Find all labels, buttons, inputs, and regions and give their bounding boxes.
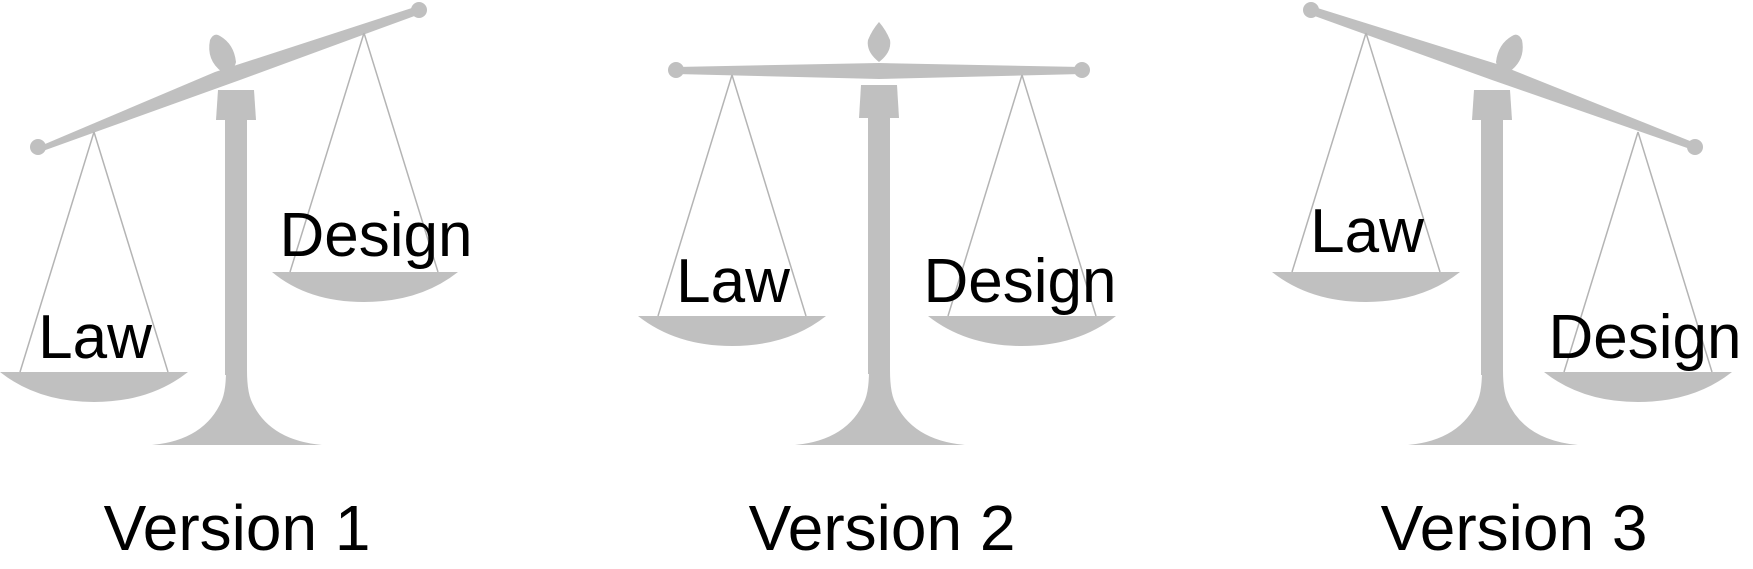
pan-right — [928, 316, 1116, 346]
pan-right — [1544, 372, 1732, 402]
pan-left — [0, 372, 188, 402]
beam-end-right — [1687, 139, 1703, 155]
scale-finial — [209, 34, 236, 72]
scale-finial — [867, 22, 891, 62]
rope-right — [289, 32, 439, 273]
beam-end-right — [411, 2, 427, 18]
rope-left — [657, 74, 807, 317]
label-design: Design — [924, 247, 1117, 316]
scale-beam — [38, 6, 420, 152]
scale-collar — [859, 85, 899, 118]
scale-base — [1408, 370, 1578, 445]
scale-beam — [1309, 6, 1695, 150]
scale-finial — [1496, 34, 1523, 72]
scale-beam — [676, 63, 1082, 79]
scale-pillar — [1481, 115, 1503, 375]
pan-left — [638, 316, 826, 346]
label-law: Law — [38, 303, 152, 372]
scale-version-2: Law Design Version 2 — [638, 22, 1117, 564]
scale-pillar — [868, 112, 890, 374]
caption-version-3: Version 3 — [1381, 492, 1648, 564]
beam-end-left — [668, 62, 684, 78]
rope-left — [1291, 32, 1441, 273]
scale-collar — [216, 90, 256, 120]
scale-version-1: Law Design Version 1 — [0, 2, 473, 564]
scale-base — [795, 370, 965, 445]
scale-collar — [1472, 90, 1512, 120]
label-law: Law — [1310, 197, 1424, 266]
pan-right — [272, 272, 458, 302]
scale-base — [152, 370, 322, 445]
rope-right — [947, 74, 1097, 317]
rope-right — [1563, 131, 1713, 373]
scale-version-3: Law Design Version 3 — [1272, 2, 1742, 564]
label-design: Design — [1549, 303, 1742, 372]
scale-pillar — [225, 115, 247, 375]
rope-left — [19, 131, 169, 373]
label-design: Design — [280, 201, 473, 270]
caption-version-2: Version 2 — [749, 492, 1016, 564]
label-law: Law — [676, 247, 790, 316]
beam-end-left — [30, 139, 46, 155]
caption-version-1: Version 1 — [104, 492, 371, 564]
beam-end-left — [1303, 2, 1319, 18]
beam-end-right — [1074, 62, 1090, 78]
pan-left — [1272, 272, 1460, 302]
